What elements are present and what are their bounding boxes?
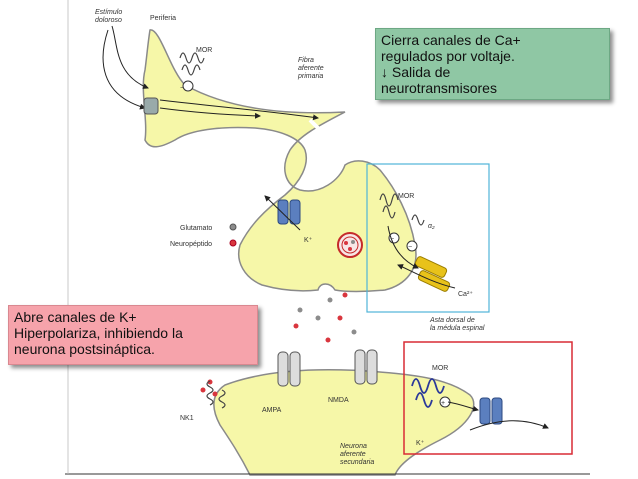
k-channel-postsynaptic bbox=[479, 397, 503, 425]
nk1-receptor bbox=[206, 380, 226, 409]
synaptic-molecules bbox=[200, 292, 357, 397]
minus-sign-terminal-1: − bbox=[390, 236, 394, 243]
k-plus-label-post: K⁺ bbox=[416, 440, 425, 447]
nmda-receptor bbox=[354, 349, 378, 385]
dorsal-horn-label-1: Asta dorsal de bbox=[429, 317, 475, 324]
plus-sign-postsynaptic: + bbox=[441, 400, 445, 407]
minus-sign-terminal-2: − bbox=[408, 244, 412, 251]
vesicle-dot bbox=[351, 240, 355, 244]
second-neuron-label-2: aferente bbox=[340, 451, 366, 458]
mor-label-terminal: MOR bbox=[398, 193, 414, 200]
glutamate-label: Glutamato bbox=[180, 225, 212, 232]
mor-label-postsynaptic: MOR bbox=[432, 365, 448, 372]
callout-k-line-3: neurona postsináptica. bbox=[14, 341, 155, 357]
terminal-highlight-box bbox=[366, 163, 490, 313]
callout-ca-line-1: Cierra canales de Ca+ bbox=[381, 32, 521, 48]
neuropeptide-label: Neuropéptido bbox=[170, 241, 212, 248]
secondary-neuron bbox=[213, 369, 475, 476]
stimulus-label-1: Estímulo bbox=[95, 9, 122, 16]
minus-sign-peripheral: − bbox=[180, 85, 184, 92]
terminal-mor-receptor bbox=[379, 193, 425, 226]
peripheral-signal-arrow-2 bbox=[159, 107, 261, 119]
peripheral-channel bbox=[143, 97, 159, 115]
peripheral-minus-badge bbox=[182, 80, 194, 92]
potassium-channel-callout: Abre canales de K+ Hiperpolariza, inhibi… bbox=[8, 305, 258, 365]
fiber-label-2: aferente bbox=[298, 65, 324, 72]
fiber-label-3: primaria bbox=[297, 73, 323, 80]
ca-influx-arrow bbox=[397, 264, 456, 289]
k-efflux-arrow-post bbox=[469, 420, 549, 431]
vesicle-dot bbox=[344, 241, 348, 245]
nk1-label: NK1 bbox=[180, 415, 194, 422]
k-efflux-arrow bbox=[264, 195, 301, 231]
fiber-break-mark bbox=[308, 118, 320, 130]
peripheral-signal-arrow bbox=[159, 99, 319, 121]
ampa-label: AMPA bbox=[262, 407, 282, 414]
k-channel-presynaptic bbox=[277, 199, 301, 225]
nmda-label: NMDA bbox=[328, 397, 349, 404]
callout-ca-line-4: neurotransmisores bbox=[381, 80, 497, 96]
terminal-minus-badge-2 bbox=[406, 240, 418, 252]
postsynaptic-highlight-box bbox=[403, 341, 573, 455]
k-plus-label-left: K⁺ bbox=[304, 237, 313, 244]
ampa-receptor bbox=[277, 351, 301, 387]
vesicle-inner bbox=[341, 236, 359, 254]
ca-channel bbox=[414, 256, 451, 292]
mor-to-ca-arrow bbox=[387, 225, 419, 269]
alpha2-label: α₂ bbox=[428, 223, 435, 230]
calcium-channel-callout: Cierra canales de Ca+ regulados por volt… bbox=[375, 28, 610, 100]
second-neuron-label-1: Neurona bbox=[340, 443, 367, 450]
postsynaptic-mor-receptor bbox=[411, 378, 445, 408]
vesicle-dot bbox=[348, 247, 352, 251]
primary-afferent-fiber bbox=[142, 29, 417, 293]
glutamate-legend-dot bbox=[229, 223, 237, 231]
callout-k-line-1: Abre canales de K+ bbox=[14, 309, 137, 325]
stimulus-arrow-1 bbox=[111, 25, 149, 89]
ca2-label: Ca²⁺ bbox=[458, 291, 473, 298]
periphery-label: Periferia bbox=[150, 15, 176, 22]
mor-to-k-arrow bbox=[447, 401, 479, 412]
neuropeptide-legend-dot bbox=[229, 239, 237, 247]
stimulus-label-2: doloroso bbox=[95, 17, 122, 24]
second-neuron-label-3: secundaria bbox=[340, 459, 374, 466]
fiber-label-1: Fibra bbox=[298, 57, 314, 64]
peripheral-mor-receptor bbox=[179, 52, 205, 76]
callout-ca-line-3: ↓ Salida de bbox=[381, 64, 451, 80]
callout-k-line-2: Hiperpolariza, inhibiendo la bbox=[14, 325, 183, 341]
mor-label-top: MOR bbox=[196, 47, 212, 54]
stimulus-arrow-2 bbox=[102, 29, 146, 110]
dorsal-horn-label-2: la médula espinal bbox=[430, 325, 485, 332]
callout-ca-line-2: regulados por voltaje. bbox=[381, 48, 515, 64]
